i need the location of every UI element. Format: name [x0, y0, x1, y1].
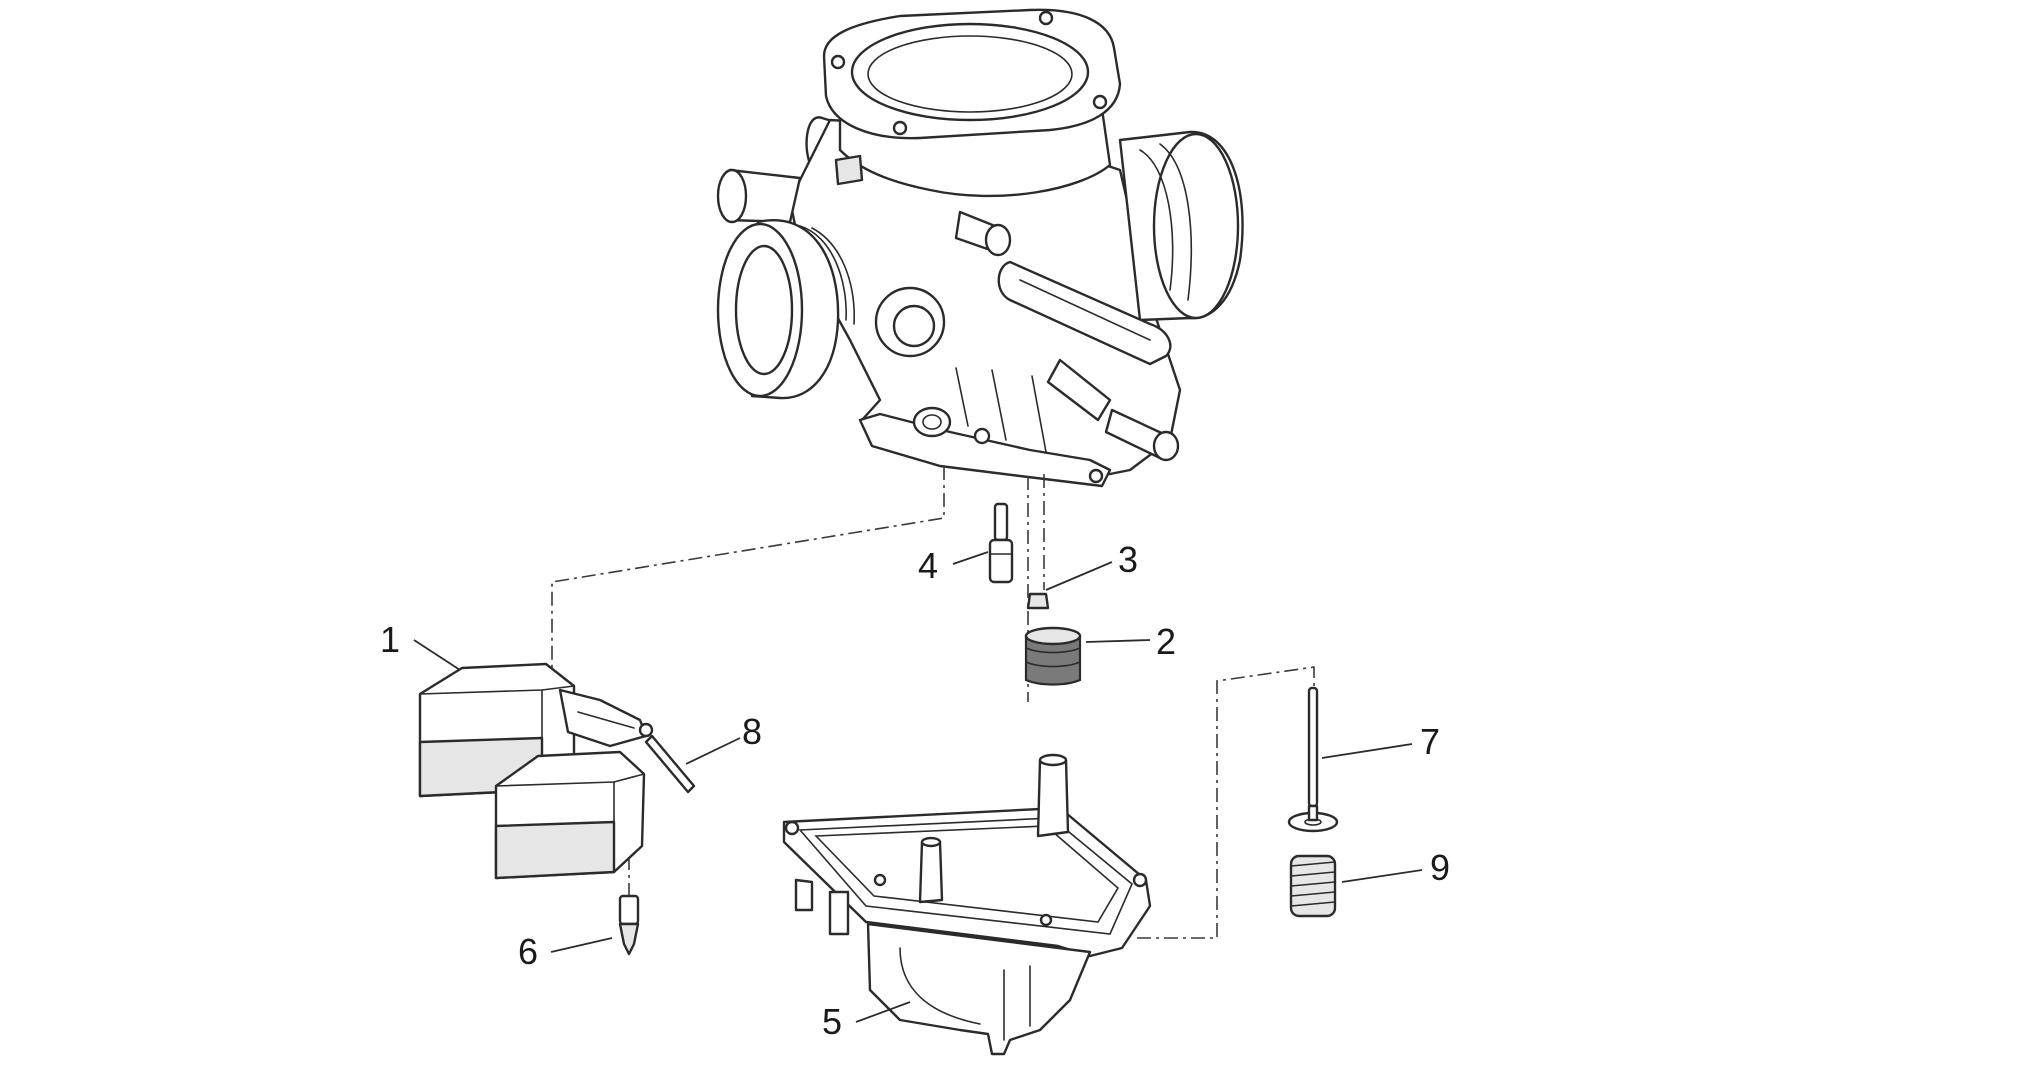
callout-9: 9 [1430, 847, 1450, 888]
leader-2 [1085, 639, 1151, 643]
callout-7: 7 [1420, 721, 1440, 762]
leader-7 [1321, 743, 1413, 759]
jet-holder-part [988, 502, 1014, 584]
callout-numbers: 1 2 3 4 5 6 7 8 9 [380, 539, 1450, 1042]
callout-4: 4 [918, 545, 938, 586]
callout-3: 3 [1118, 539, 1138, 580]
float-assembly-part [418, 662, 654, 880]
leader-6 [550, 937, 613, 953]
carburetor-body [716, 8, 1244, 488]
float-bowl-part [782, 753, 1152, 1056]
callout-5: 5 [822, 1001, 842, 1042]
callout-8: 8 [742, 711, 762, 752]
leader-3 [1045, 561, 1113, 591]
callout-6: 6 [518, 931, 538, 972]
spring-part [1289, 854, 1337, 918]
leader-1 [413, 639, 461, 671]
leader-8 [685, 737, 741, 765]
assembly-axis-lines [551, 466, 1315, 939]
leader-5 [855, 1001, 911, 1023]
leader-lines [413, 551, 1423, 1023]
main-jet-part [1026, 592, 1050, 610]
callout-2: 2 [1156, 621, 1176, 662]
needle-part [1287, 686, 1339, 833]
leader-4 [952, 551, 989, 565]
needle-valve-part [618, 894, 640, 956]
callout-1: 1 [380, 619, 400, 660]
float-pin-part [644, 734, 696, 794]
leader-9 [1341, 869, 1423, 883]
rubber-damper-part [1024, 626, 1082, 686]
